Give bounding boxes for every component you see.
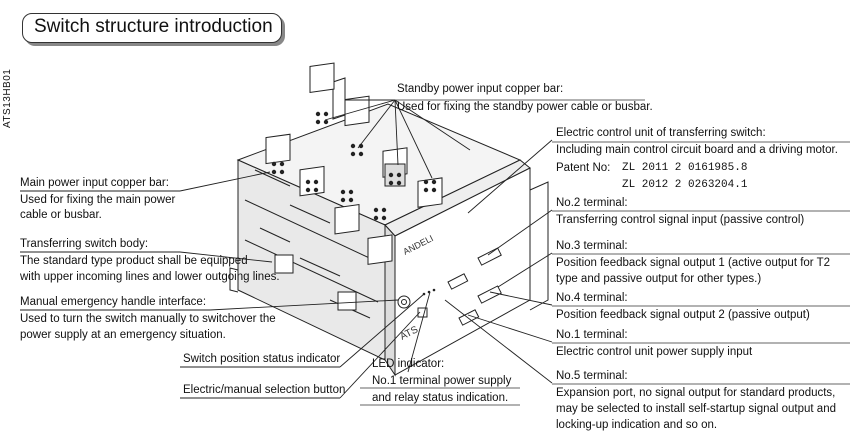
no5-title: No.5 terminal:	[556, 370, 628, 382]
no2-title: No.2 terminal:	[556, 197, 628, 209]
patent-number-1: ZL 2011 2 0161985.8	[622, 162, 748, 174]
title-frame	[22, 13, 282, 43]
standby-bar-desc: Used for fixing the standby power cable …	[397, 101, 653, 113]
main-copper-bars	[265, 133, 393, 311]
patent-number-2: ZL 2012 2 0263204.1	[622, 179, 748, 191]
standby-copper-bars	[309, 62, 443, 208]
terminal-blocks	[447, 247, 502, 326]
no3-desc-2: type and passive output for other types.…	[556, 273, 762, 285]
main-bar-desc-1: Used for fixing the main power	[20, 194, 176, 206]
main-bar-desc-2: cable or busbar.	[20, 209, 102, 221]
no5-desc-2: may be selected to install self-startup …	[556, 403, 836, 415]
leader-lines	[20, 99, 553, 399]
page-title: Switch structure introduction	[34, 16, 273, 37]
handle-desc-1: Used to turn the switch manually to swit…	[20, 313, 276, 325]
no3-title: No.3 terminal:	[556, 240, 628, 252]
no3-desc-1: Position feedback signal output 1 (activ…	[556, 257, 831, 269]
led-desc-1: No.1 terminal power supply	[372, 375, 512, 387]
switch-body-title: Transferring switch body:	[20, 238, 149, 250]
selection-button-shape	[417, 307, 428, 318]
handle-title: Manual emergency handle interface:	[20, 296, 207, 308]
status-indicator-label: Switch position status indicator	[183, 353, 341, 365]
no5-desc-3: locking-up indication and so on.	[556, 419, 718, 431]
no2-desc: Transferring control signal input (passi…	[556, 214, 805, 226]
main-bar-title: Main power input copper bar:	[20, 177, 169, 189]
electric-unit-desc: Including main control circuit board and…	[556, 144, 838, 156]
no1-title: No.1 terminal:	[556, 329, 628, 341]
no5-desc-1: Expansion port, no signal output for sta…	[556, 387, 836, 399]
patent-label: Patent No:	[556, 162, 611, 174]
selection-button-label: Electric/manual selection button	[183, 384, 346, 396]
electric-unit-title: Electric control unit of transferring sw…	[556, 127, 766, 139]
led-title: LED indicator:	[372, 358, 445, 370]
led-desc-2: and relay status indication.	[372, 392, 509, 404]
switch-body-desc-1: The standard type product shall be equip…	[20, 255, 248, 267]
no1-desc: Electric control unit power supply input	[556, 346, 753, 358]
switch-body-desc-2: with upper incoming lines and lower outg…	[20, 271, 280, 283]
no4-title: No.4 terminal:	[556, 292, 628, 304]
standby-bar-title: Standby power input copper bar:	[397, 83, 564, 95]
no4-desc: Position feedback signal output 2 (passi…	[556, 309, 810, 321]
handle-knob	[397, 295, 411, 309]
mounting-bracket	[529, 181, 549, 311]
handle-desc-2: power supply at an emergency situation.	[20, 329, 226, 341]
